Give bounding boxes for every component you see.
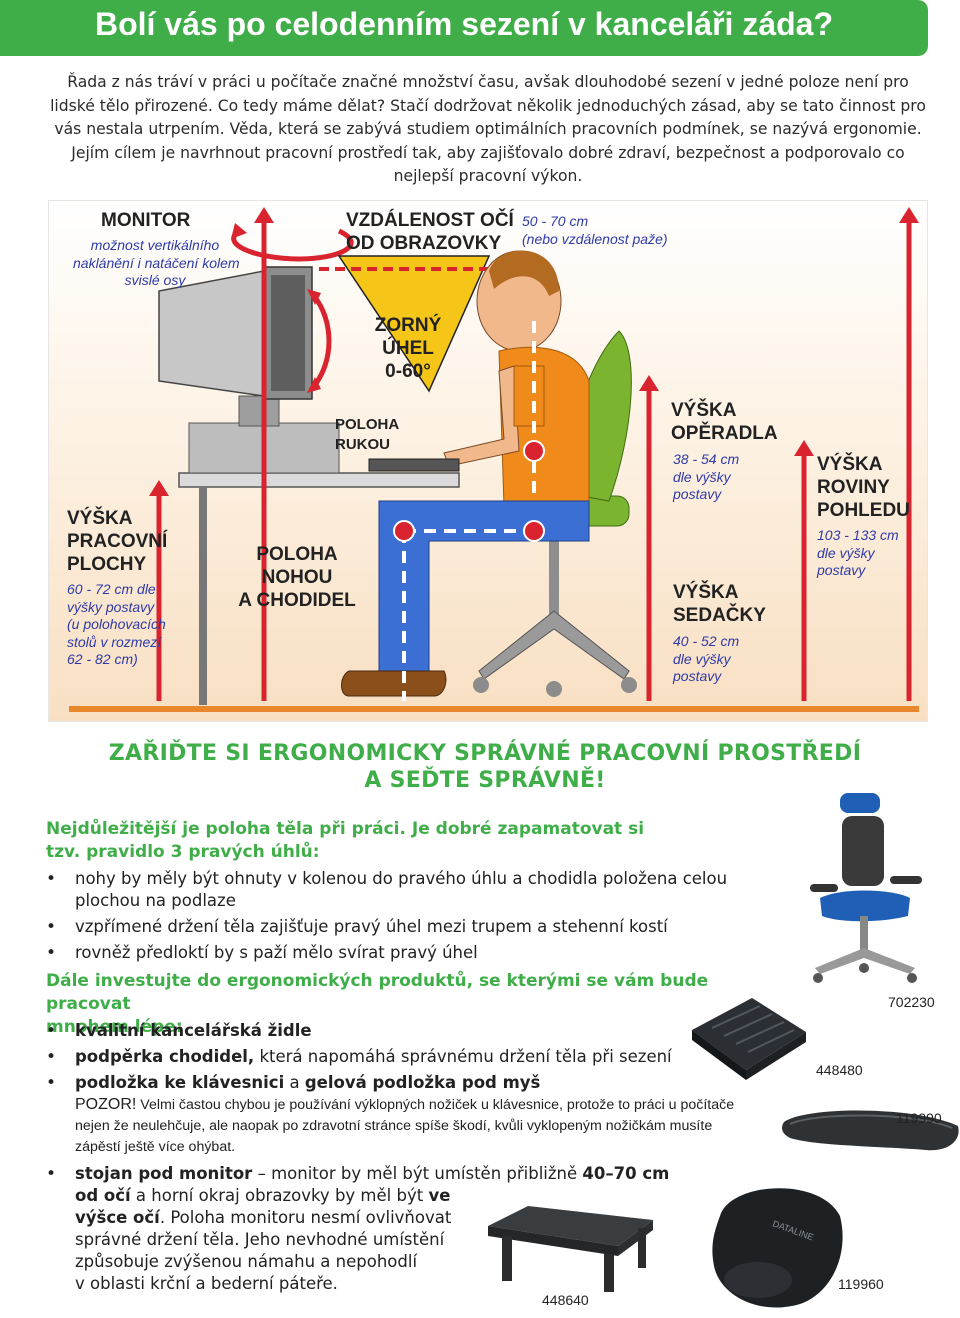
monitor-note: možnost vertikálního naklánění i natáčen… bbox=[73, 237, 240, 288]
legs-label: POLOHA NOHOU A CHODIDEL bbox=[238, 544, 356, 611]
list-item: stojan pod monitor – monitor by měl být … bbox=[46, 1163, 686, 1295]
product-code-footrest: 448480 bbox=[816, 1062, 863, 1078]
desk-height-label: VÝŠKA PRACOVNÍ PLOCHY bbox=[67, 508, 168, 575]
list-item: podložka ke klávesnici a gelová podložka… bbox=[46, 1072, 686, 1094]
list-item: kvalitní kancelářská židle bbox=[46, 1020, 686, 1042]
ergonomics-illustration bbox=[69, 207, 919, 712]
rules-list: nohy by měly být ohnuty v kolenou do pra… bbox=[46, 868, 766, 964]
product-code-chair: 702230 bbox=[888, 994, 935, 1010]
desk-height-note: 60 - 72 cm dle výšky postavy (u polohova… bbox=[67, 581, 166, 667]
list-item: nohy by měly být ohnuty v kolenou do pra… bbox=[46, 868, 766, 912]
product-code-wristrest: 119990 bbox=[896, 1110, 942, 1126]
view-height-note: 103 - 133 cm dle výšky postavy bbox=[817, 527, 899, 578]
office-chair-image bbox=[810, 793, 922, 983]
title-banner bbox=[0, 0, 928, 56]
product-code-stand: 448640 bbox=[542, 1292, 589, 1308]
monitor-stand-list: stojan pod monitor – monitor by měl být … bbox=[46, 1163, 686, 1295]
rule-heading: Nejdůležitější je poloha těla při práci.… bbox=[46, 819, 645, 862]
monitor-stand-image bbox=[488, 1206, 653, 1292]
distance-note: 50 - 70 cm (nebo vzdálenost paže) bbox=[522, 213, 668, 247]
section-headline: ZAŘIĎTE SI ERGONOMICKY SPRÁVNÉ PRACOVNÍ … bbox=[108, 741, 862, 793]
footrest-image bbox=[692, 998, 806, 1080]
view-height-label: VÝŠKA ROVINY POHLEDU bbox=[817, 454, 910, 521]
seat-height-note: 40 - 52 cm dle výšky postavy bbox=[673, 633, 740, 684]
page-title: Bolí vás po celodenním sezení v kancelář… bbox=[94, 6, 834, 42]
intro-paragraph: Řada z nás tráví v práci u počítače znač… bbox=[50, 73, 926, 185]
backrest-label: VÝŠKA OPĚRADLA bbox=[671, 400, 778, 444]
mousepad-image: DATALINE bbox=[712, 1188, 843, 1308]
ergonomics-diagram: MONITOR možnost vertikálního naklánění i… bbox=[48, 200, 928, 722]
view-angle-label: ZORNÝ ÚHEL 0-60° bbox=[374, 315, 442, 382]
distance-label: VZDÁLENOST OČÍ OD OBRAZOVKY bbox=[346, 210, 514, 254]
hands-label: POLOHA RUKOU bbox=[335, 416, 400, 453]
warning-note: POZOR! Velmi častou chybou je používání … bbox=[75, 1096, 735, 1155]
product-code-mousepad: 119960 bbox=[838, 1276, 884, 1292]
monitor-label: MONITOR bbox=[101, 210, 191, 231]
list-item: vzpřímené držení těla zajišťuje pravý úh… bbox=[46, 916, 766, 938]
backrest-note: 38 - 54 cm dle výšky postavy bbox=[673, 451, 740, 502]
products-list: kvalitní kancelářská židle podpěrka chod… bbox=[46, 1020, 686, 1094]
wrist-rest-image bbox=[782, 1110, 959, 1151]
list-item: podpěrka chodidel, která napomáhá správn… bbox=[46, 1046, 686, 1068]
seat-height-label: VÝŠKA SEDAČKY bbox=[673, 582, 766, 626]
list-item: rovněž předloktí by s paží mělo svírat p… bbox=[46, 942, 766, 964]
